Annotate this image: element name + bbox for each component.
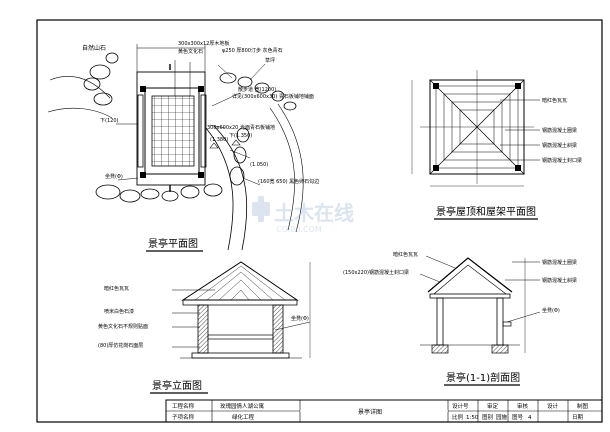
label-ring-beam: 钢筋混凝土圈梁 bbox=[542, 127, 577, 134]
path-edge bbox=[205, 127, 234, 251]
label-path-detail: 详见(300x600x30) 青石板铺地铺面 bbox=[232, 93, 314, 100]
elevation-column bbox=[197, 304, 209, 354]
label-drop: 下(120) bbox=[100, 118, 118, 124]
column bbox=[198, 172, 204, 178]
tb-approve: 审定 bbox=[487, 402, 499, 410]
elevation-column bbox=[272, 304, 284, 354]
tb-category-label: 图别 bbox=[482, 413, 493, 421]
leader-lines bbox=[500, 99, 540, 161]
elevation-bench bbox=[207, 334, 274, 340]
wood-floor-grid bbox=[151, 95, 195, 167]
leader-lines bbox=[172, 289, 311, 348]
label-natural-rock: 自然山石 bbox=[82, 44, 106, 52]
section-column bbox=[496, 297, 504, 346]
label-path: 散步道 宽(1200) bbox=[238, 86, 276, 93]
bench bbox=[200, 94, 207, 168]
watermark: 土木在线 COI88.COM bbox=[252, 196, 354, 234]
label-elev-tile: 暗红色瓦瓦 bbox=[104, 285, 129, 292]
label-roof-tile: 暗红色瓦瓦 bbox=[542, 97, 567, 104]
plan-title: 景亭平面图 bbox=[148, 237, 198, 250]
label-sect-seal-beam: (150x220)钢筋混凝土封口梁 bbox=[343, 269, 409, 276]
column bbox=[433, 83, 439, 89]
label-slope-beam: 钢筋混凝土斜梁 bbox=[542, 142, 577, 149]
tb-draw: 制图 bbox=[577, 402, 589, 410]
column bbox=[515, 83, 521, 89]
path-edge bbox=[277, 103, 304, 233]
section-bench bbox=[502, 321, 512, 327]
section-foundation bbox=[491, 344, 509, 354]
watermark-url: COI88.COM bbox=[276, 225, 322, 234]
pavilion-section: 暗红色瓦瓦 钢筋混凝土圈梁 (150x220)钢筋混凝土封口梁 钢筋混凝土斜梁 … bbox=[343, 251, 577, 386]
terrain-line bbox=[47, 107, 113, 119]
section-beam bbox=[429, 293, 511, 299]
section-foundation bbox=[431, 344, 449, 354]
section-title: 景亭(1-1)剖面图 bbox=[446, 371, 520, 384]
title-block: 工程名称 玫瑰园情人湖公寓 子项名称 绿化工程 景亭详图 设计号 审定 审核 设… bbox=[165, 399, 603, 423]
leader-lines bbox=[116, 60, 266, 186]
pavilion-outer-outline bbox=[136, 71, 206, 186]
tb-drawing-name: 景亭详图 bbox=[358, 408, 382, 416]
column bbox=[140, 172, 146, 178]
tb-project-name: 玫瑰园情人湖公寓 bbox=[220, 402, 265, 410]
roof-profile bbox=[182, 299, 298, 306]
label-elev-bench: 坐凳(Φ) bbox=[291, 315, 309, 322]
label-sect-slope-beam: 钢筋混凝土斜梁 bbox=[542, 277, 577, 284]
tb-design: 设计 bbox=[547, 402, 559, 410]
label-sect-bench: 坐凳(Φ) bbox=[542, 307, 560, 314]
section-roof bbox=[427, 257, 513, 293]
label-elev-base: (80)厚仿花岗石面层 bbox=[98, 342, 143, 349]
label-step-stone: φ250 厚800汀步 灰色青石 bbox=[222, 47, 283, 54]
label-bench: 坐凳(Φ) bbox=[105, 173, 123, 180]
tb-subitem-name: 绿化工程 bbox=[232, 413, 255, 421]
label-sect-ring-beam: 钢筋混凝土圈梁 bbox=[542, 259, 577, 266]
elevation-base bbox=[191, 352, 290, 359]
pavilion-plan: 自然山石 300x300x12厚木地板 黄色文化石 φ250 厚800汀步 灰色… bbox=[47, 40, 319, 252]
label-elevation-3: (1.050) bbox=[250, 162, 268, 168]
column bbox=[433, 165, 439, 171]
watermark-logo-icon bbox=[252, 196, 270, 222]
bench bbox=[137, 94, 144, 168]
roof-plan: 暗红色瓦瓦 钢筋混凝土圈梁 钢筋混凝土斜梁 钢筋混凝土封口梁 景亭屋顶和屋架平面… bbox=[411, 70, 582, 220]
label-elev-stone: 黄色文化石不规则贴面 bbox=[98, 323, 148, 330]
path-edge bbox=[213, 125, 248, 251]
leader-lines bbox=[419, 255, 541, 323]
roof-plan-title: 景亭屋顶和屋架平面图 bbox=[436, 205, 536, 218]
label-lawn: 草坪 bbox=[265, 57, 275, 64]
label-elevation-1: (1.380) bbox=[210, 137, 228, 143]
label-elevation-2: 下(1.350) bbox=[229, 133, 252, 139]
path-edge bbox=[269, 107, 295, 231]
column bbox=[515, 165, 521, 171]
tb-scale-label: 比例 bbox=[452, 413, 464, 421]
label-wood-floor: 300x300x12厚木地板 bbox=[178, 40, 229, 47]
label-paving: 300x600x20 光面青石板铺地 bbox=[207, 124, 275, 131]
terrain-line bbox=[49, 76, 111, 99]
watermark-text: 土木在线 bbox=[274, 201, 354, 225]
label-elev-paint: 喷米白色石漆 bbox=[104, 308, 134, 315]
pavilion-platform bbox=[144, 87, 200, 175]
tb-sheet-label: 图号 bbox=[512, 413, 524, 421]
section-roof-inner bbox=[433, 264, 507, 295]
elevation-title: 景亭立面图 bbox=[152, 379, 202, 392]
tb-project-label: 工程名称 bbox=[172, 402, 195, 410]
label-seal-beam: 钢筋混凝土封口梁 bbox=[542, 157, 582, 164]
tb-sheet: 4 bbox=[528, 415, 532, 421]
tb-design-no: 设计号 bbox=[452, 402, 469, 410]
pavilion-elevation: 暗红色瓦瓦 喷米白色石漆 黄色文化石不规则贴面 (80)厚仿花岗石面层 坐凳(Φ… bbox=[98, 261, 311, 394]
tb-scale: 1:50 bbox=[466, 415, 479, 421]
column bbox=[140, 86, 146, 92]
section-column bbox=[436, 297, 444, 346]
tb-category: 园施 bbox=[496, 413, 508, 421]
label-curb: (160宽 650) 黑色卵石勾边 bbox=[258, 178, 319, 185]
label-sect-tile: 暗红色瓦瓦 bbox=[393, 251, 418, 258]
roof-tile-lines bbox=[194, 265, 286, 301]
elevation-marker bbox=[231, 139, 241, 146]
elevation-marker bbox=[209, 142, 219, 149]
tb-subitem-label: 子项名称 bbox=[172, 413, 195, 421]
tb-check: 审核 bbox=[517, 402, 529, 410]
label-yellow-stone: 黄色文化石 bbox=[178, 48, 203, 55]
column bbox=[198, 86, 204, 92]
tb-date-label: 日期 bbox=[572, 414, 584, 421]
